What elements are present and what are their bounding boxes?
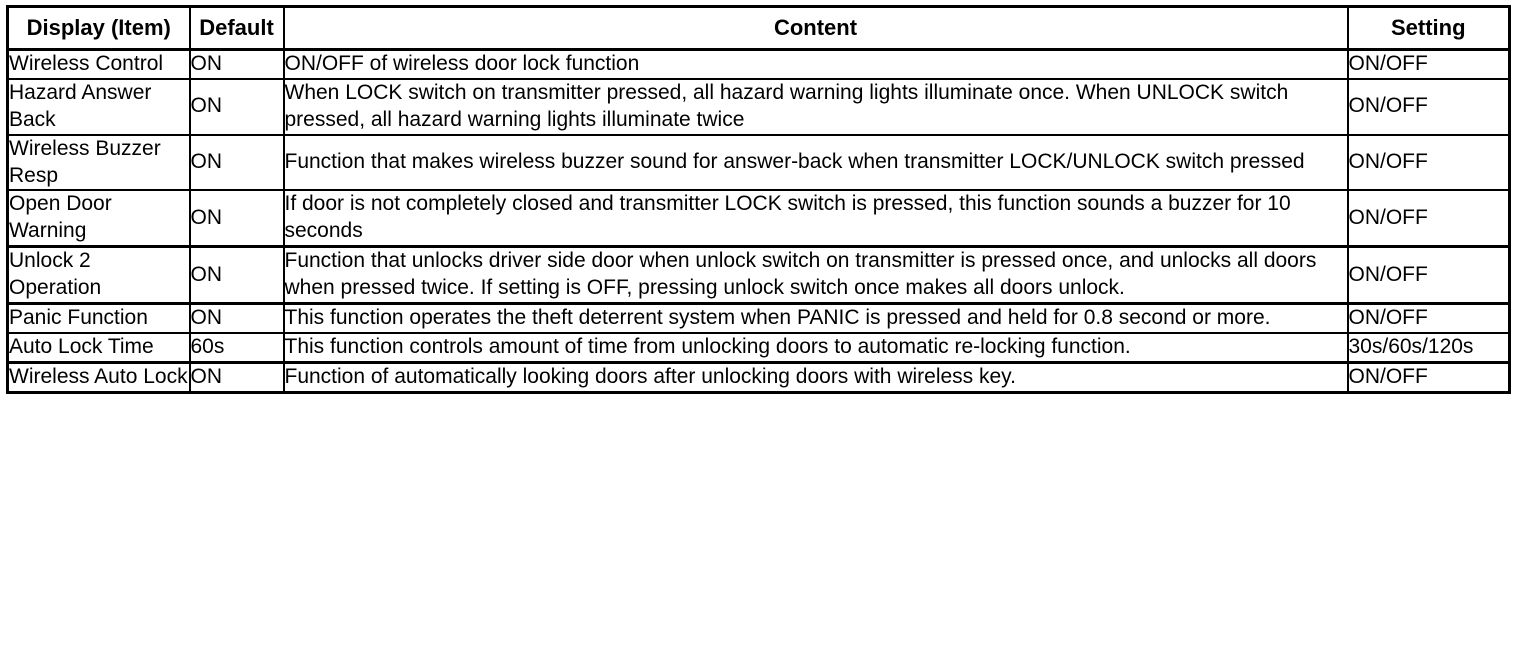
cell-content-description: If door is not completely closed and tra… [282, 189, 1349, 248]
cell-default-value: ON [188, 301, 285, 334]
cell-content-description: Function that makes wireless buzzer soun… [282, 133, 1349, 192]
settings-table-container: Display (Item) Default Content Setting W… [6, 5, 1511, 659]
table-row: Hazard Answer Back ON When LOCK switch o… [6, 77, 1511, 136]
cell-content-description: This function operates the theft deterre… [282, 301, 1349, 334]
table-body: Wireless Control ON ON/OFF of wireless d… [6, 48, 1511, 393]
column-header-default: Default [188, 5, 285, 51]
cell-display-item: Auto Lock Time [6, 331, 191, 364]
table-header: Display (Item) Default Content Setting [6, 5, 1511, 51]
table-row: Unlock 2 Operation ON Function that unlo… [6, 245, 1511, 305]
table-row: Open Door Warning ON If door is not comp… [6, 189, 1511, 248]
cell-setting-options: ON/OFF [1346, 77, 1511, 136]
cell-content-description: Function that unlocks driver side door w… [282, 245, 1349, 305]
cell-setting-options: ON/OFF [1346, 133, 1511, 192]
table-row: Wireless Control ON ON/OFF of wireless d… [6, 48, 1511, 80]
table-row: Auto Lock Time 60s This function control… [6, 331, 1511, 364]
cell-display-item: Open Door Warning [6, 189, 191, 248]
cell-default-value: ON [188, 77, 285, 136]
cell-default-value: ON [188, 133, 285, 192]
column-header-content: Content [282, 5, 1349, 51]
header-row: Display (Item) Default Content Setting [6, 5, 1511, 51]
cell-display-item: Unlock 2 Operation [6, 245, 191, 305]
cell-default-value: ON [188, 48, 285, 80]
table-row: Wireless Auto Lock ON Function of automa… [6, 360, 1511, 393]
cell-content-description: Function of automatically looking doors … [282, 360, 1349, 393]
table-row: Panic Function ON This function operates… [6, 301, 1511, 334]
cell-default-value: 60s [188, 331, 285, 364]
cell-display-item: Wireless Auto Lock [6, 360, 191, 393]
cell-setting-options: ON/OFF [1346, 189, 1511, 248]
cell-setting-options: ON/OFF [1346, 245, 1511, 305]
cell-content-description: When LOCK switch on transmitter pressed,… [282, 77, 1349, 136]
cell-default-value: ON [188, 245, 285, 305]
cell-display-item: Hazard Answer Back [6, 77, 191, 136]
cell-default-value: ON [188, 189, 285, 248]
cell-content-description: This function controls amount of time fr… [282, 331, 1349, 364]
cell-setting-options: ON/OFF [1346, 48, 1511, 80]
cell-setting-options: 30s/60s/120s [1346, 331, 1511, 364]
cell-display-item: Panic Function [6, 301, 191, 334]
cell-content-description: ON/OFF of wireless door lock function [282, 48, 1349, 80]
column-header-display-item: Display (Item) [6, 5, 191, 51]
cell-setting-options: ON/OFF [1346, 301, 1511, 334]
cell-display-item: Wireless Control [6, 48, 191, 80]
cell-setting-options: ON/OFF [1346, 360, 1511, 393]
wireless-settings-table: Display (Item) Default Content Setting W… [6, 5, 1511, 394]
cell-display-item: Wireless Buzzer Resp [6, 133, 191, 192]
cell-default-value: ON [188, 360, 285, 393]
table-row: Wireless Buzzer Resp ON Function that ma… [6, 133, 1511, 192]
column-header-setting: Setting [1346, 5, 1511, 51]
